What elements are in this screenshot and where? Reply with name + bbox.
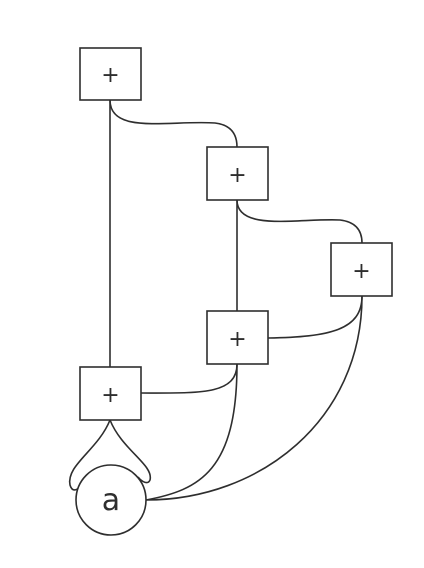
node-label: + — [101, 63, 119, 88]
edge-mid-upper-to-right — [236, 199, 363, 244]
node-label: + — [101, 383, 119, 408]
edge-top-to-mid-upper — [109, 99, 238, 148]
edge-left-lower-to-input-right — [109, 419, 151, 484]
edge-mid-lower-to-left-lower — [140, 363, 238, 394]
edge-right-to-input — [145, 295, 363, 501]
input-node: a — [75, 464, 147, 536]
add-node-left-lower: + — [79, 366, 142, 421]
edge-right-to-mid-lower — [267, 295, 363, 339]
node-label: + — [228, 327, 246, 352]
add-node-right: + — [330, 242, 393, 297]
edge-mid-lower-to-input — [145, 363, 238, 501]
add-node-mid-upper: + — [206, 146, 269, 201]
add-node-mid-lower: + — [206, 310, 269, 365]
input-node-label: a — [102, 483, 120, 518]
node-label: + — [228, 163, 246, 188]
node-label: + — [352, 259, 370, 284]
add-node-top: + — [79, 47, 142, 101]
